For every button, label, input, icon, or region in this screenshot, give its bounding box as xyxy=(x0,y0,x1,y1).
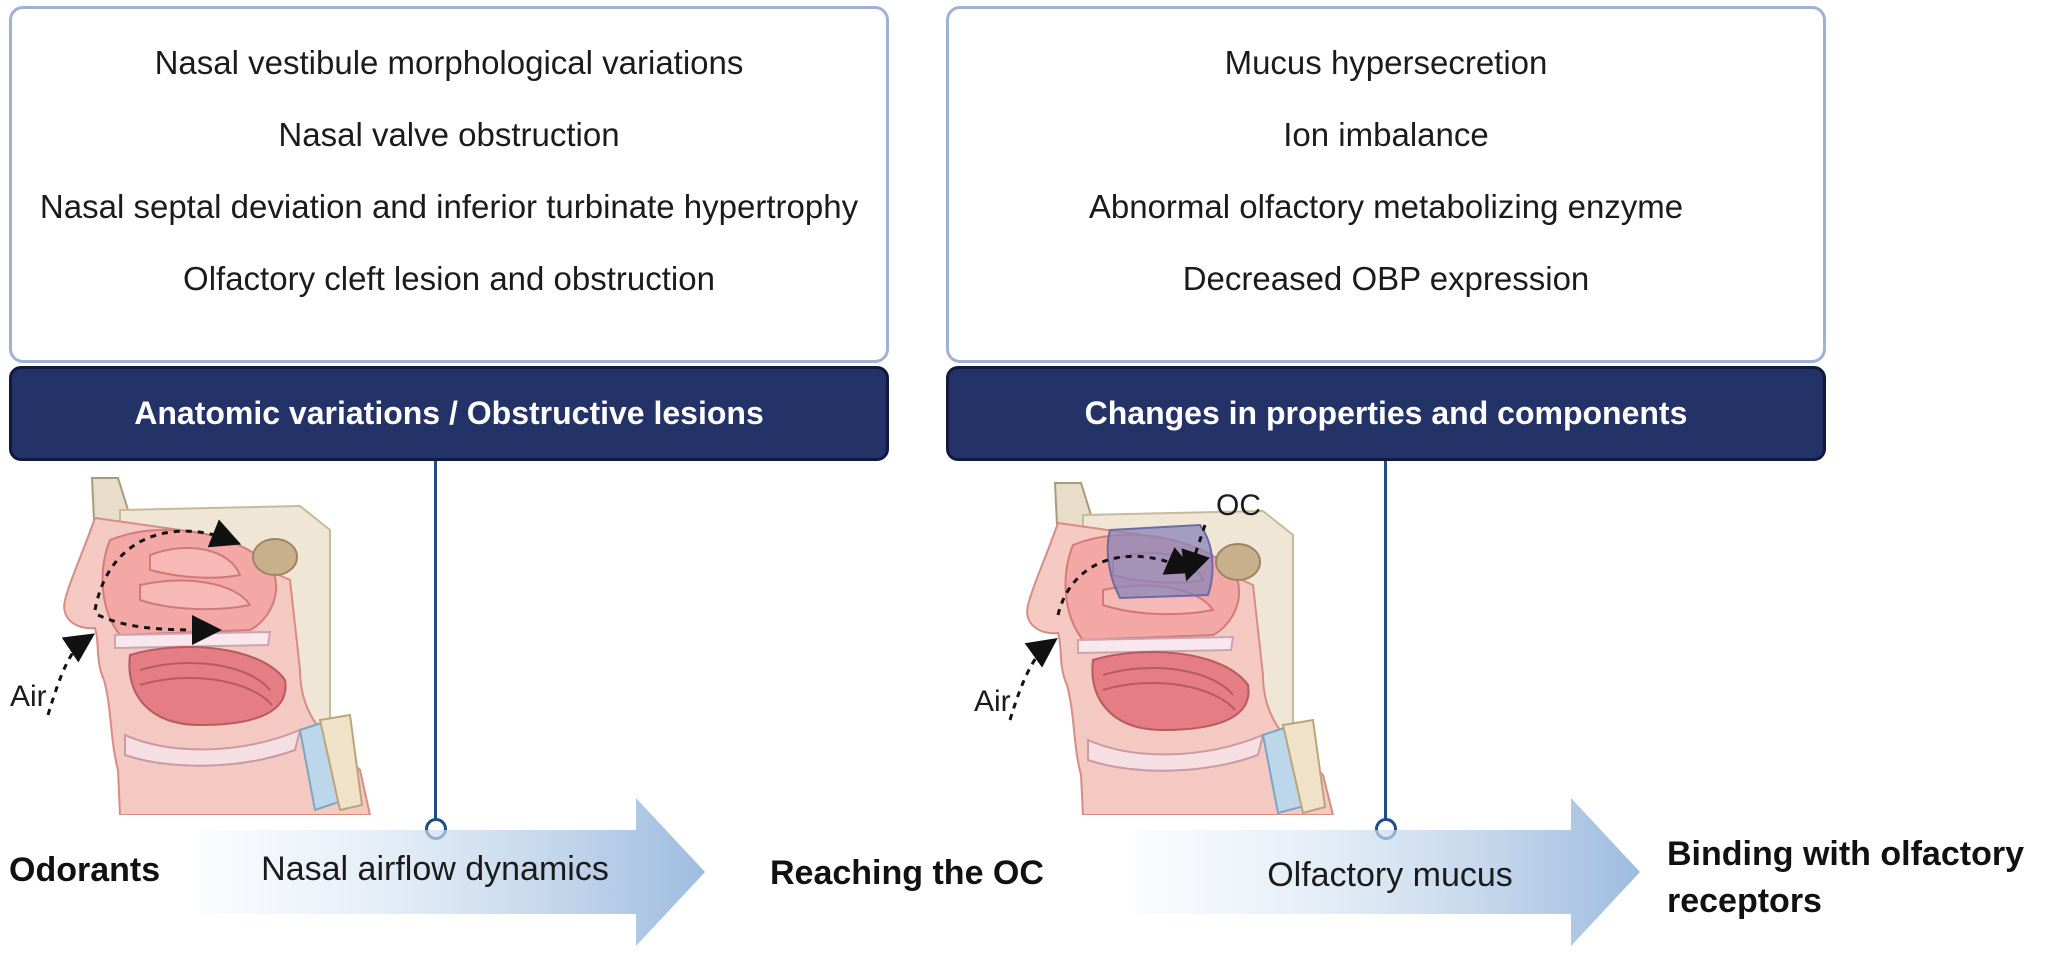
nasal-cavity-illustration-left: Air xyxy=(10,477,372,815)
right-factor-box: Mucus hypersecretion Ion imbalance Abnor… xyxy=(946,6,1826,363)
right-factor-1: Mucus hypersecretion xyxy=(1224,44,1548,81)
airflow-arrow-label: Nasal airflow dynamics xyxy=(261,850,609,888)
left-factor-4: Olfactory cleft lesion and obstruction xyxy=(183,260,715,297)
right-factor-4: Decreased OBP expression xyxy=(1182,260,1590,297)
right-connector-line xyxy=(1384,461,1387,820)
mucus-arrow-label: Olfactory mucus xyxy=(1267,856,1513,894)
left-factor-1: Nasal vestibule morphological variations xyxy=(154,44,744,81)
left-factor-2: Nasal valve obstruction xyxy=(278,116,620,153)
nasal-cavity-illustration-right: OC Air xyxy=(974,482,1335,815)
olfactory-cleft-highlight xyxy=(1106,523,1214,600)
right-factor-3: Abnormal olfactory metabolizing enzyme xyxy=(1088,188,1684,225)
step-binding-line2: receptors xyxy=(1667,882,1822,920)
left-air-label: Air xyxy=(10,680,47,713)
mucus-arrow xyxy=(1135,798,1640,946)
right-air-label: Air xyxy=(974,685,1011,718)
airflow-arrow xyxy=(200,798,705,946)
left-factor-3: Nasal septal deviation and inferior turb… xyxy=(39,188,859,225)
step-odorants: Odorants xyxy=(9,851,161,889)
right-factor-2: Ion imbalance xyxy=(1283,116,1489,153)
left-connector-line xyxy=(434,461,437,820)
step-binding-line1: Binding with olfactory xyxy=(1667,835,2024,873)
left-factor-box: Nasal vestibule morphological variations… xyxy=(9,6,889,363)
right-header-bar: Changes in properties and components xyxy=(946,366,1826,461)
left-header-bar: Anatomic variations / Obstructive lesion… xyxy=(9,366,889,461)
step-reaching-oc: Reaching the OC xyxy=(770,854,1044,892)
oc-label: OC xyxy=(1216,489,1261,522)
